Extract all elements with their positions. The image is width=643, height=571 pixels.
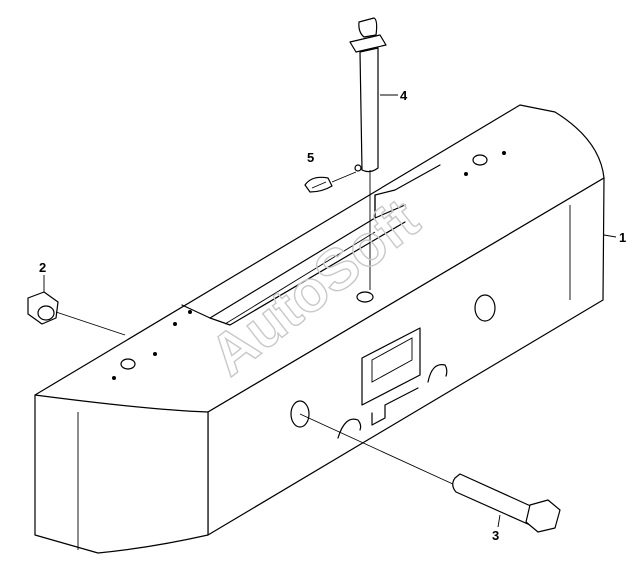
bolt	[299, 413, 561, 533]
callout-1: 1	[619, 230, 626, 245]
callout-5: 5	[307, 150, 314, 165]
leader-lines	[43, 94, 617, 528]
clip	[304, 171, 357, 193]
pin	[349, 17, 387, 290]
callout-2: 2	[39, 260, 46, 275]
callout-4: 4	[400, 88, 408, 103]
callout-3: 3	[492, 528, 499, 543]
counterweight	[34, 104, 605, 554]
nut	[27, 291, 126, 336]
